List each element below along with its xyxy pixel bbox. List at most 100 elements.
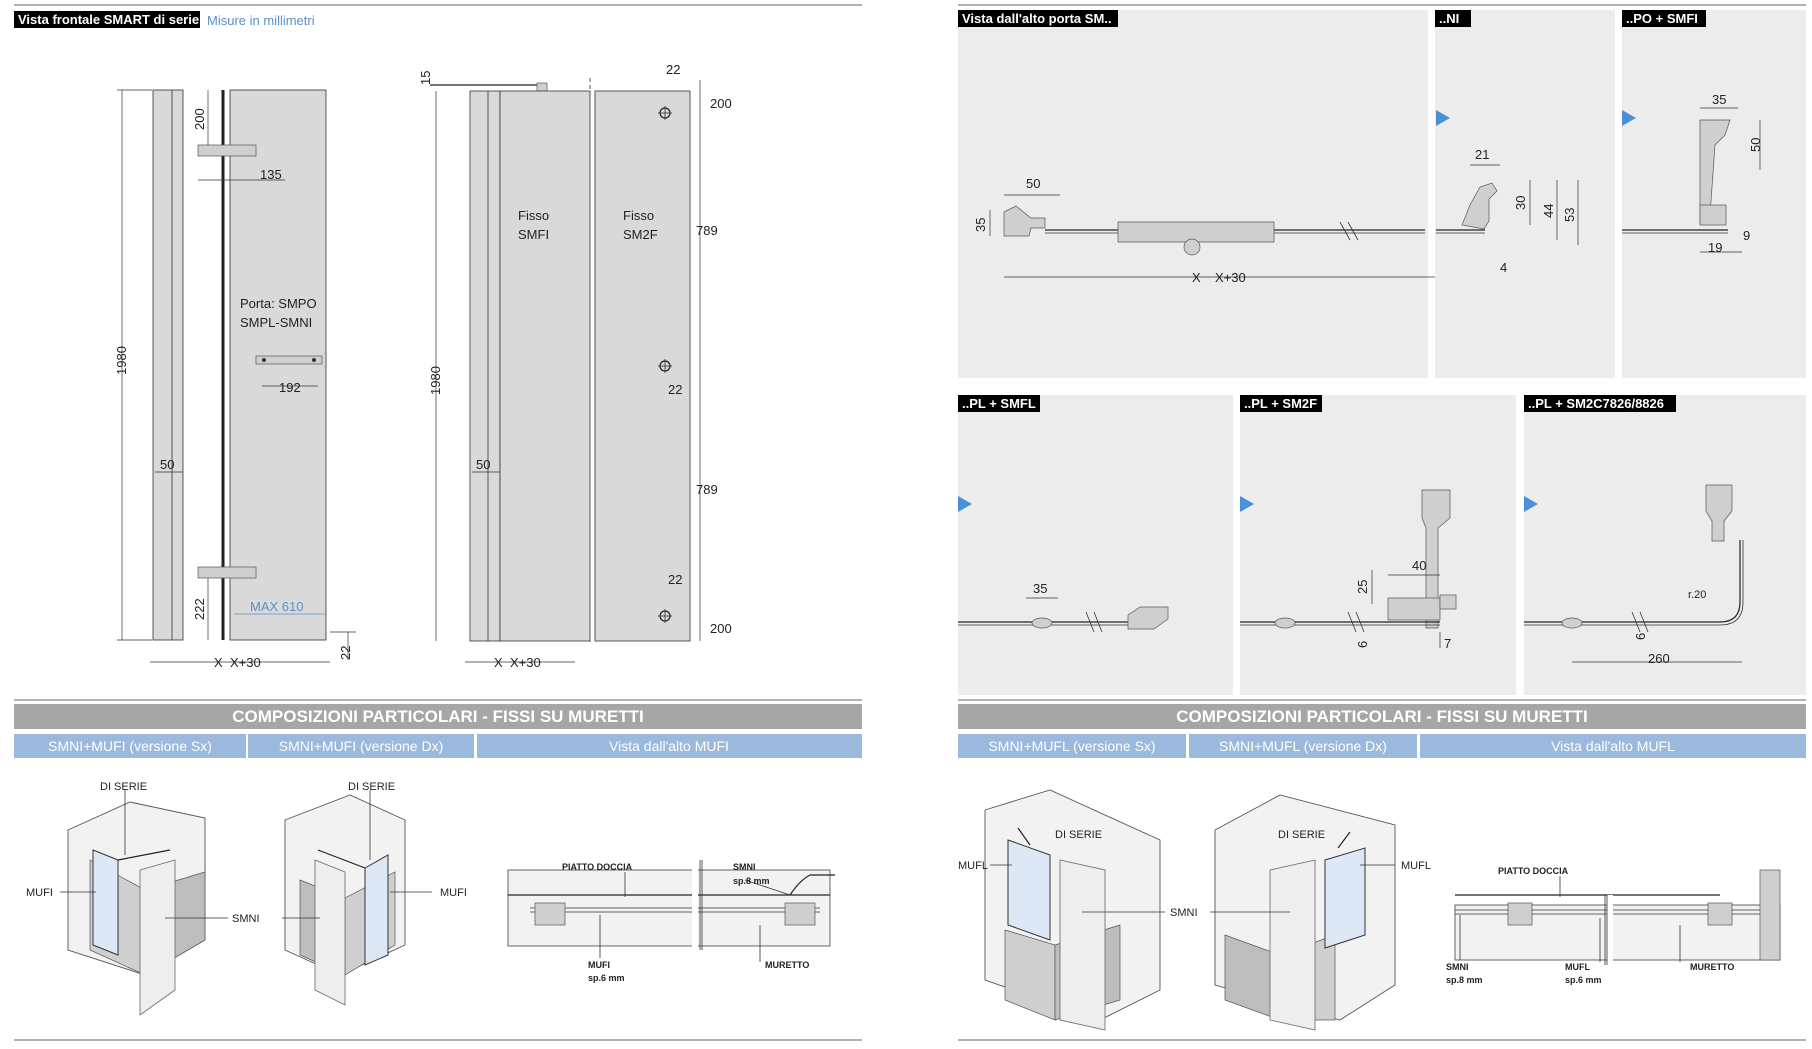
right-tab-2: Vista dall'alto MUFL xyxy=(1551,738,1675,754)
left-tab-2: Vista dall'alto MUFI xyxy=(609,738,729,754)
right-mufl-a: MUFL xyxy=(958,860,988,872)
ni-panel xyxy=(1435,10,1615,378)
dim-1980-a: 1980 xyxy=(114,346,129,375)
right-plan-muretto: MURETTO xyxy=(1690,962,1734,972)
pl-sm2c-arrow xyxy=(1524,496,1538,512)
dim-22-top: 22 xyxy=(666,62,680,77)
door-panel xyxy=(229,89,327,641)
top-view-panel xyxy=(958,10,1428,378)
left-plan-sp6: sp.6 mm xyxy=(588,973,625,983)
pl-sm2f-dim-6: 6 xyxy=(1355,641,1370,648)
dim-22-a: 22 xyxy=(338,646,353,660)
left-tab-1-bg xyxy=(248,734,474,758)
plan-mufl xyxy=(1454,869,1781,965)
dim-200: 200 xyxy=(192,108,207,130)
sm2f-panel xyxy=(594,90,691,642)
left-plan-mufi: MUFI xyxy=(588,960,610,970)
left-mufi-a: MUFI xyxy=(26,887,53,899)
dim-135: 135 xyxy=(260,167,282,182)
top-dim-35: 35 xyxy=(973,218,988,232)
pl-sm2c-dim-6: 6 xyxy=(1633,633,1648,640)
po-dim-19: 19 xyxy=(1708,240,1722,255)
dim-x30-b: X+30 xyxy=(510,655,541,670)
ni-drawing xyxy=(1436,164,1579,245)
top-hinge xyxy=(197,144,257,157)
fixed-panel-left xyxy=(152,89,184,641)
right-tab-2-bg xyxy=(1420,734,1806,758)
front-view-subtitle: Misure in millimetri xyxy=(207,13,315,28)
pl-sm2f-dim-25: 25 xyxy=(1355,580,1370,594)
dim-200-bottom: 200 xyxy=(710,621,732,636)
po-drawing xyxy=(1622,107,1761,253)
left-section-title: COMPOSIZIONI PARTICOLARI - FISSI SU MURE… xyxy=(232,707,643,726)
right-di-serie-b: DI SERIE xyxy=(1278,829,1325,841)
dim-50-b: 50 xyxy=(476,457,490,472)
po-title: ..PO + SMFI xyxy=(1626,11,1698,26)
left-plan-sp8: sp.8 mm xyxy=(733,876,770,886)
dim-200-top: 200 xyxy=(710,96,732,111)
dim-15: 15 xyxy=(418,71,433,85)
front-view-title: Vista frontale SMART di serie xyxy=(18,12,199,27)
left-tab-0-bg xyxy=(14,734,246,758)
pl-sm2f-panel xyxy=(1240,395,1516,695)
fixed-panels-drawing: 15 1980 50 Fisso SMFI Fisso SM2F 22 200 … xyxy=(418,62,732,670)
dim-22-bottom: 22 xyxy=(668,572,682,587)
pl-sm2f-drawing xyxy=(1240,489,1457,648)
po-arrow xyxy=(1622,110,1636,126)
pl-smfl-title: ..PL + SMFL xyxy=(962,396,1036,411)
pl-sm2c-r20: r.20 xyxy=(1688,589,1706,601)
iso-mufl-dx xyxy=(1210,794,1396,1031)
left-plan-smni: SMNI xyxy=(733,862,756,872)
right-plan-smni: SMNI xyxy=(1446,962,1469,972)
right-smni-a: SMNI xyxy=(1170,907,1198,919)
ni-dim-21: 21 xyxy=(1475,147,1489,162)
pl-smfl-arrow xyxy=(958,496,972,512)
dim-1980-b: 1980 xyxy=(428,366,443,395)
ni-arrow xyxy=(1436,110,1450,126)
dim-x-a: X xyxy=(214,655,223,670)
left-di-serie-b: DI SERIE xyxy=(348,781,395,793)
plan-mufi xyxy=(507,860,835,962)
left-tab-0: SMNI+MUFI (versione Sx) xyxy=(48,738,212,754)
ni-dim-44: 44 xyxy=(1541,204,1556,218)
sm2f-label-1: Fisso xyxy=(623,208,654,223)
po-panel xyxy=(1622,10,1806,378)
right-tab-0: SMNI+MUFL (versione Sx) xyxy=(988,738,1155,754)
right-plan-piatto: PIATTO DOCCIA xyxy=(1498,866,1569,876)
iso-mufi-dx xyxy=(282,790,432,1006)
pl-sm2c-panel xyxy=(1524,395,1806,695)
dim-50-a: 50 xyxy=(160,457,174,472)
right-tab-1-bg xyxy=(1189,734,1417,758)
left-smni-a: SMNI xyxy=(232,913,260,925)
ni-dim-4: 4 xyxy=(1500,260,1507,275)
ni-dim-30: 30 xyxy=(1513,196,1528,210)
top-dim-50: 50 xyxy=(1026,176,1040,191)
left-tab-2-bg xyxy=(477,734,862,758)
left-plan-piatto: PIATTO DOCCIA xyxy=(562,862,633,872)
pl-sm2f-dim-40: 40 xyxy=(1412,558,1426,573)
iso-mufi-sx xyxy=(60,790,228,1016)
pl-sm2f-title: ..PL + SM2F xyxy=(1244,396,1317,411)
door-label-2: SMPL-SMNI xyxy=(240,315,312,330)
door-label-1: Porta: SMPO xyxy=(240,296,317,311)
pl-sm2f-dim-7: 7 xyxy=(1444,636,1451,651)
dim-22-mid: 22 xyxy=(668,382,682,397)
right-section-band xyxy=(958,704,1806,729)
dim-222: 222 xyxy=(192,598,207,620)
dim-192: 192 xyxy=(279,380,301,395)
top-dim-x: X xyxy=(1192,270,1201,285)
pl-sm2c-title: ..PL + SM2C7826/8826 xyxy=(1528,396,1664,411)
dim-789-a: 789 xyxy=(696,223,718,238)
pl-sm2c-drawing xyxy=(1524,484,1744,663)
pl-sm2c-dim-260: 260 xyxy=(1648,651,1670,666)
left-di-serie-a: DI SERIE xyxy=(100,781,147,793)
dim-789-b: 789 xyxy=(696,482,718,497)
pl-smfl-drawing xyxy=(958,597,1169,633)
po-dim-35: 35 xyxy=(1712,92,1726,107)
left-tab-1: SMNI+MUFI (versione Dx) xyxy=(279,738,444,754)
front-view-title-bg xyxy=(14,11,200,28)
po-dim-50: 50 xyxy=(1748,138,1763,152)
bottom-hinge xyxy=(197,566,257,579)
